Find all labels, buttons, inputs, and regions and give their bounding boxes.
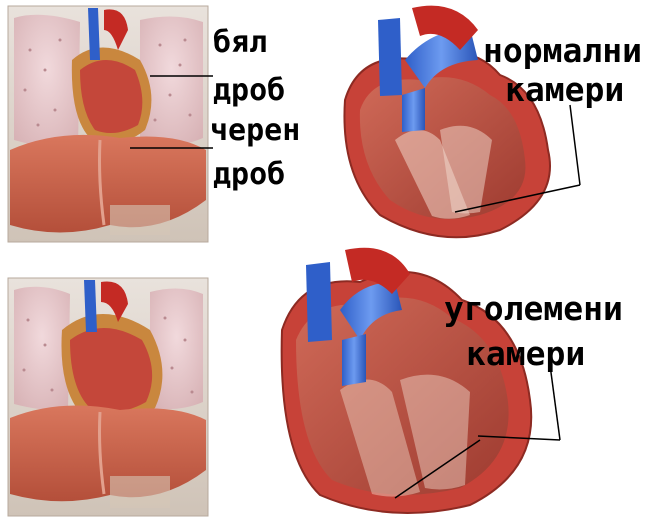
label-enlarged-chambers-line2: камери	[466, 337, 585, 370]
label-liver-line2: дроб	[213, 160, 285, 190]
label-liver-line1: черен	[210, 116, 300, 146]
label-white-lung-line2: дроб	[213, 76, 285, 106]
left-lung	[14, 15, 80, 150]
label-normal-chambers-line2: камери	[505, 73, 624, 106]
label-white-lung-line1: бял	[213, 28, 267, 58]
torso-illustration-bottom	[8, 278, 208, 516]
label-enlarged-chambers-line1: уголемени	[444, 292, 623, 325]
torso-illustration-top	[8, 6, 208, 242]
right-lung	[140, 16, 203, 146]
heart-cross-section-enlarged	[282, 248, 532, 513]
vena-cava-small	[88, 8, 100, 60]
enlarged-chamber-pointer-a	[550, 365, 560, 440]
normal-chamber-pointer-a	[570, 105, 580, 185]
label-normal-chambers-line1: нормални	[483, 34, 642, 67]
